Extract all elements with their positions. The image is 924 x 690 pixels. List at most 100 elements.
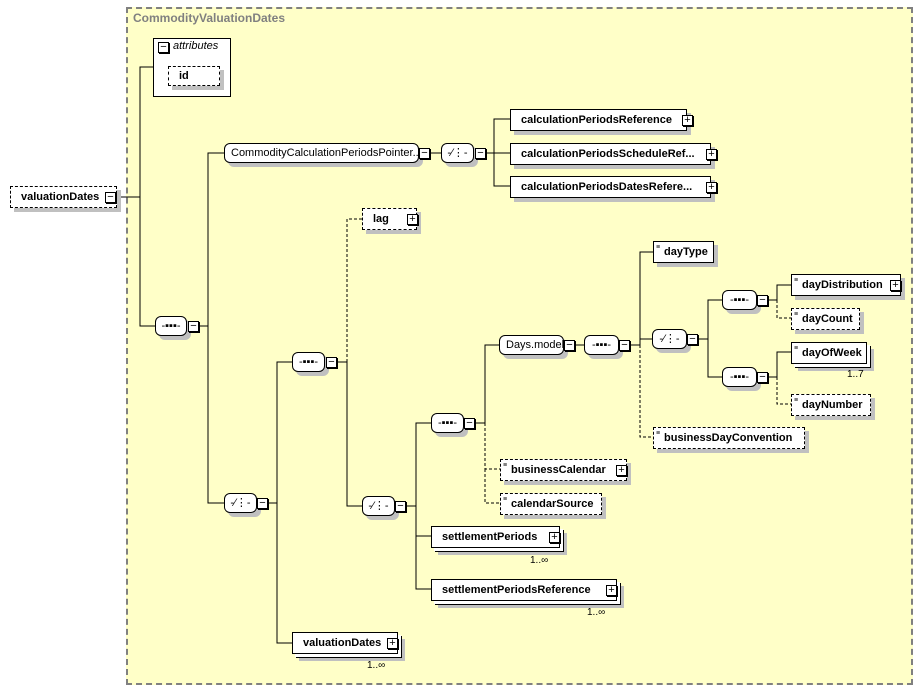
element-settlementPeriodsReference[interactable]: settlementPeriodsReference + [431,579,617,601]
expand-toggle[interactable]: + [682,115,693,126]
collapse-toggle[interactable]: − [188,321,199,332]
node-label: valuationDates [21,191,100,203]
optional-connector [776,377,791,405]
collapse-toggle[interactable]: − [464,418,475,429]
element-calendarSource[interactable]: ≡ calendarSource [500,493,602,515]
element-dayCount[interactable]: ≡ dayCount [791,308,860,330]
element-settlementPeriods[interactable]: settlementPeriods + [431,526,560,548]
group-ref-Days-model[interactable]: Days.model [499,335,564,355]
choice-compositor: -⁄⋮- [652,329,687,349]
node-label: settlementPeriodsReference [442,584,591,596]
expand-toggle[interactable]: + [549,532,560,543]
collapse-toggle[interactable]: − [475,148,486,159]
collapse-toggle[interactable]: − [757,372,768,383]
documentation-icon: ≡ [503,462,508,469]
collapse-toggle[interactable]: − [257,498,268,509]
node-label: dayType [664,246,708,258]
optional-connector [484,423,500,470]
collapse-toggle[interactable]: − [105,192,116,203]
collapse-toggle[interactable]: − [687,334,698,345]
attributes-title: attributes [173,40,219,52]
connector [767,284,791,301]
expand-toggle[interactable]: + [407,214,418,225]
node-label: lag [373,213,389,225]
collapse-toggle[interactable]: − [757,295,768,306]
expand-toggle[interactable]: + [706,182,717,193]
connector [406,422,431,507]
root-element-valuationDates[interactable]: valuationDates − [10,186,117,208]
attributes-box: − attributes id [153,38,231,97]
documentation-icon: ≡ [794,397,799,404]
cardinality-label: 1..∞ [530,555,549,566]
attribute-id[interactable]: id [168,66,220,86]
connector [767,351,791,378]
expand-toggle[interactable]: + [606,585,617,596]
node-label: dayNumber [802,399,863,411]
node-label: dayDistribution [802,279,883,291]
connector [117,66,153,198]
element-dayOfWeek[interactable]: ≡ dayOfWeek [791,342,867,364]
sequence-compositor: -▪▪▪- [722,367,757,387]
collapse-toggle[interactable]: − [419,148,430,159]
element-dayDistribution[interactable]: ≡ dayDistribution + [791,274,901,296]
documentation-icon: ≡ [794,311,799,318]
connector [207,326,224,504]
node-label: calculationPeriodsReference [521,114,673,126]
collapse-toggle[interactable]: − [564,340,575,351]
connector [337,361,362,507]
element-lag[interactable]: lag + [362,208,418,230]
element-dayNumber[interactable]: ≡ dayNumber [791,394,871,416]
expand-toggle[interactable]: + [706,149,717,160]
optional-connector [484,469,500,504]
connector [139,197,155,327]
collapse-toggle[interactable]: − [395,501,406,512]
node-label: calculationPeriodsDatesRefere... [521,181,693,193]
connector [198,152,224,327]
connector [276,503,292,644]
collapse-toggle[interactable]: − [158,42,169,53]
expand-toggle[interactable]: + [616,465,627,476]
node-label: businessCalendar [511,464,606,476]
cardinality-label: 1..∞ [367,660,386,671]
node-label: calculationPeriodsScheduleRef... [521,148,695,160]
element-calculationPeriodsReference[interactable]: calculationPeriodsReference + [510,109,693,131]
connector [415,536,431,590]
optional-connector [639,345,653,438]
connector [486,118,510,154]
expand-toggle[interactable]: + [387,638,398,649]
sequence-compositor: -▪▪▪- [292,352,325,372]
node-label: calendarSource [511,498,594,510]
element-calculationPeriodsDatesReference[interactable]: calculationPeriodsDatesRefere... + [510,176,717,198]
connector [268,361,292,504]
node-label: id [179,70,189,82]
element-businessCalendar[interactable]: ≡ businessCalendar + [500,459,627,481]
documentation-icon: ≡ [656,430,661,437]
connector [415,506,431,537]
expand-toggle[interactable]: + [890,280,901,291]
connector [697,299,722,340]
connector [707,339,722,378]
documentation-icon: ≡ [503,496,508,503]
optional-connector [776,300,791,319]
node-label: dayCount [802,313,853,325]
element-dayType[interactable]: ≡ dayType [653,241,714,263]
choice-compositor: -⁄⋮- [362,496,395,516]
cardinality-label: 1..∞ [587,607,606,618]
collapse-toggle[interactable]: − [619,340,630,351]
element-valuationDates[interactable]: valuationDates + [292,632,398,654]
collapse-toggle[interactable]: − [326,357,337,368]
node-label: valuationDates [303,637,382,649]
documentation-icon: ≡ [794,345,799,352]
sequence-compositor: -▪▪▪- [431,413,464,433]
connector [630,251,653,346]
sequence-compositor: -▪▪▪- [722,290,757,310]
documentation-icon: ≡ [794,277,799,284]
cardinality-label: 1..7 [847,369,864,380]
sequence-compositor: -▪▪▪- [155,316,187,336]
element-calculationPeriodsScheduleReference[interactable]: calculationPeriodsScheduleRef... + [510,143,717,165]
element-businessDayConvention[interactable]: ≡ businessDayConvention [653,427,805,449]
optional-connector [346,218,362,362]
group-ref-CommodityCalculationPeriodsPointer[interactable]: CommodityCalculationPeriodsPointer.... [224,143,425,163]
